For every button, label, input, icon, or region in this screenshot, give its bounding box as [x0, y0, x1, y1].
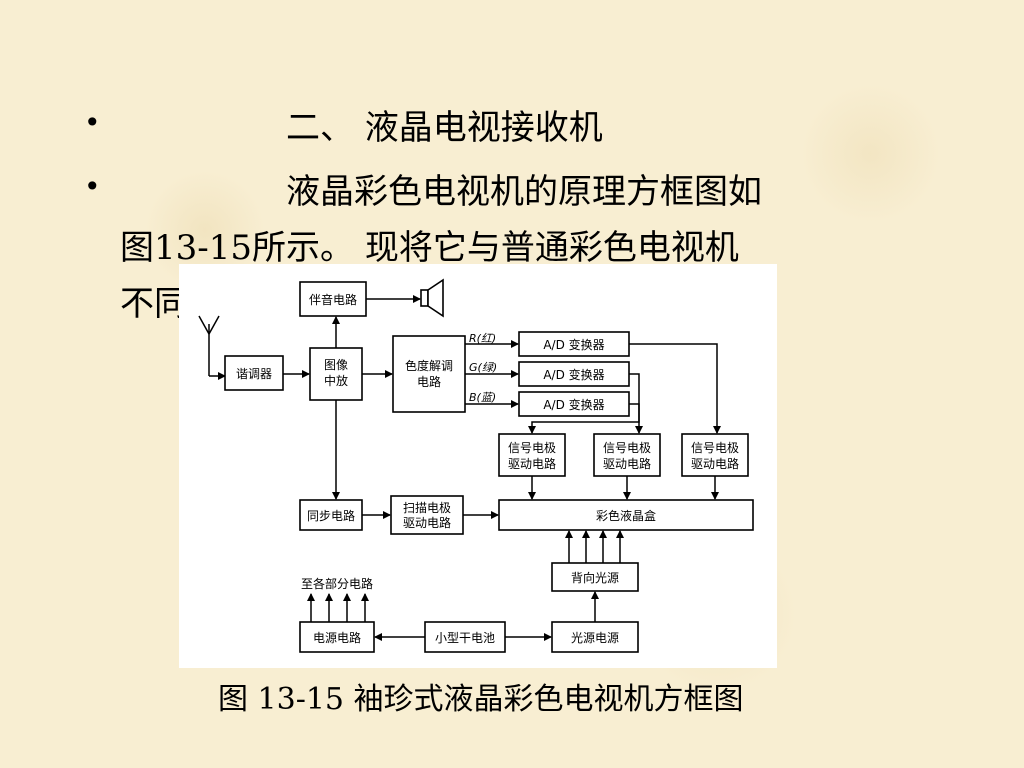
power-circuit-block [299, 621, 375, 653]
paragraph-line-3: 不同 [120, 284, 188, 324]
signal-b-label: B(蓝) [469, 391, 496, 404]
ad-converter-1-label: A/D 变换器 [543, 337, 604, 352]
bullet-1: • [84, 106, 101, 139]
chroma-demod-label-2: 电路 [417, 374, 441, 389]
chroma-demod-label-1: 色度解调 [405, 358, 453, 373]
chroma-demod-block [392, 335, 466, 413]
light-power-label: 光源电源 [571, 631, 619, 645]
ad-converter-3-label: A/D 变换器 [543, 397, 604, 412]
color-lcd-panel-label: 彩色液晶盒 [596, 508, 656, 523]
signal-driver-1-label-2: 驱动电路 [508, 456, 556, 471]
signal-driver-1-block [498, 433, 566, 477]
paragraph-line-1: 液晶彩色电视机的原理方框图如 [286, 172, 762, 212]
battery-label: 小型干电池 [435, 631, 495, 645]
signal-driver-2-label-2: 驱动电路 [603, 456, 651, 471]
tuner-label: 谐调器 [236, 367, 272, 381]
paragraph-line-2: 图13-15所示。 现将它与普通彩色电视机 [120, 228, 739, 268]
signal-driver-1-label-1: 信号电极 [508, 441, 556, 455]
block-diagram-svg: 伴音电路 谐调器 图像 中放 色度解调 电路 A/D 变换器 A/D 变换器 A… [198, 278, 754, 653]
audio-circuit-label: 伴音电路 [309, 292, 357, 307]
ad-converter-3 [518, 391, 630, 417]
image-if-label-1: 图像 [324, 358, 348, 372]
ad-converter-2-label: A/D 变换器 [543, 367, 604, 382]
signal-driver-3-label-2: 驱动电路 [691, 456, 739, 471]
antenna-icon [198, 315, 226, 380]
block-diagram-figure: 伴音电路 谐调器 图像 中放 色度解调 电路 A/D 变换器 A/D 变换器 A… [179, 264, 777, 668]
scan-driver-label-2: 驱动电路 [403, 515, 451, 530]
color-lcd-panel-block [498, 499, 754, 531]
signal-driver-3-label-1: 信号电极 [691, 441, 739, 455]
light-power-block [551, 621, 639, 653]
signal-g-label: G(绿) [469, 361, 497, 374]
backlight-label: 背向光源 [571, 570, 619, 585]
scan-driver-block [390, 495, 464, 535]
image-if-block [309, 347, 363, 401]
signal-r-label: R(红) [469, 332, 496, 345]
image-if-label-2: 中放 [324, 373, 348, 388]
scan-driver-label-1: 扫描电极 [403, 501, 451, 515]
figure-caption: 图 13-15 袖珍式液晶彩色电视机方框图 [218, 682, 744, 717]
to-all-circuits-label: 至各部分电路 [301, 576, 373, 591]
sync-circuit-block [299, 499, 363, 531]
ad-converter-1 [518, 331, 630, 357]
power-circuit-label: 电源电路 [313, 630, 361, 645]
tuner-block [224, 355, 284, 391]
diagram-connections [283, 295, 721, 641]
bullet-2: • [84, 170, 101, 203]
signal-driver-2-label-1: 信号电极 [603, 441, 651, 455]
sync-circuit-label: 同步电路 [307, 508, 355, 523]
heading-lcd-tv-receiver: 二、 液晶电视接收机 [286, 108, 603, 148]
battery-block [424, 621, 506, 653]
speaker-icon [420, 278, 444, 318]
